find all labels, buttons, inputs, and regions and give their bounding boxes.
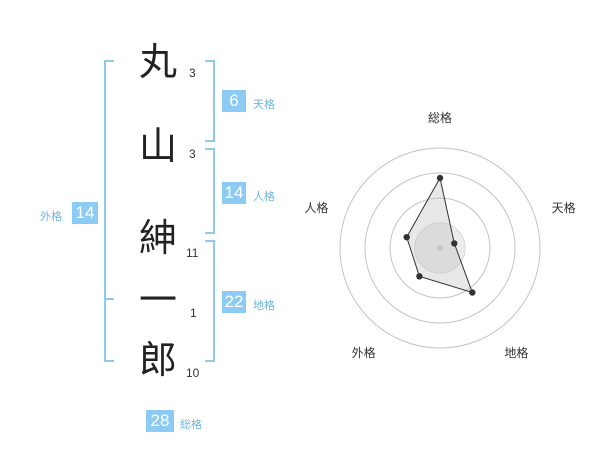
- stroke-count-2: 3: [189, 147, 196, 161]
- radar-value-polygon: [406, 176, 474, 294]
- chikaku-label: 地格: [253, 299, 275, 312]
- name-char-3: 紳: [138, 216, 177, 260]
- soukaku-badge: 28: [146, 410, 174, 432]
- stroke-count-5: 10: [186, 366, 200, 380]
- radar-axis-label-3: 地格: [504, 345, 528, 360]
- radar-axis-label-5: 人格: [304, 200, 328, 215]
- stroke-count-3: 11: [186, 246, 199, 260]
- radar-point-3: [469, 289, 476, 296]
- tenkaku-bracket: [205, 60, 215, 142]
- radar-point-5: [403, 234, 410, 241]
- tenkaku-label: 天格: [253, 98, 275, 111]
- stroke-count-1: 3: [189, 66, 196, 80]
- radar-point-2: [451, 240, 458, 247]
- soukaku-label: 総格: [180, 418, 202, 431]
- jinkaku-badge: 14: [222, 182, 246, 204]
- radar-ring: [389, 197, 491, 299]
- gaikaku-bracket-bottom: [104, 298, 114, 362]
- radar-axis-label-1: 総格: [428, 110, 452, 125]
- name-char-5: 郎: [138, 338, 177, 382]
- chikaku-badge: 22: [222, 291, 246, 313]
- radar-point-4: [416, 273, 423, 280]
- gaikaku-label: 外格: [40, 210, 62, 223]
- gaikaku-badge: 14: [72, 202, 98, 224]
- chikaku-bracket: [205, 240, 215, 362]
- tenkaku-badge: 6: [222, 90, 246, 112]
- radar-ring: [339, 147, 541, 349]
- radar-axis-label-2: 天格: [552, 200, 576, 215]
- jinkaku-bracket: [205, 148, 215, 234]
- radar-center-dot: [437, 245, 443, 251]
- name-char-2: 山: [138, 124, 177, 168]
- gaikaku-bracket-top: [104, 60, 114, 300]
- name-char-1: 丸: [138, 40, 177, 84]
- stroke-count-4: 1: [190, 306, 197, 320]
- radar-axis-label-4: 外格: [352, 345, 376, 360]
- radar-point-1: [436, 174, 444, 182]
- jinkaku-label: 人格: [253, 190, 275, 203]
- name-char-4: 一: [138, 278, 177, 322]
- radar-ring: [364, 172, 516, 324]
